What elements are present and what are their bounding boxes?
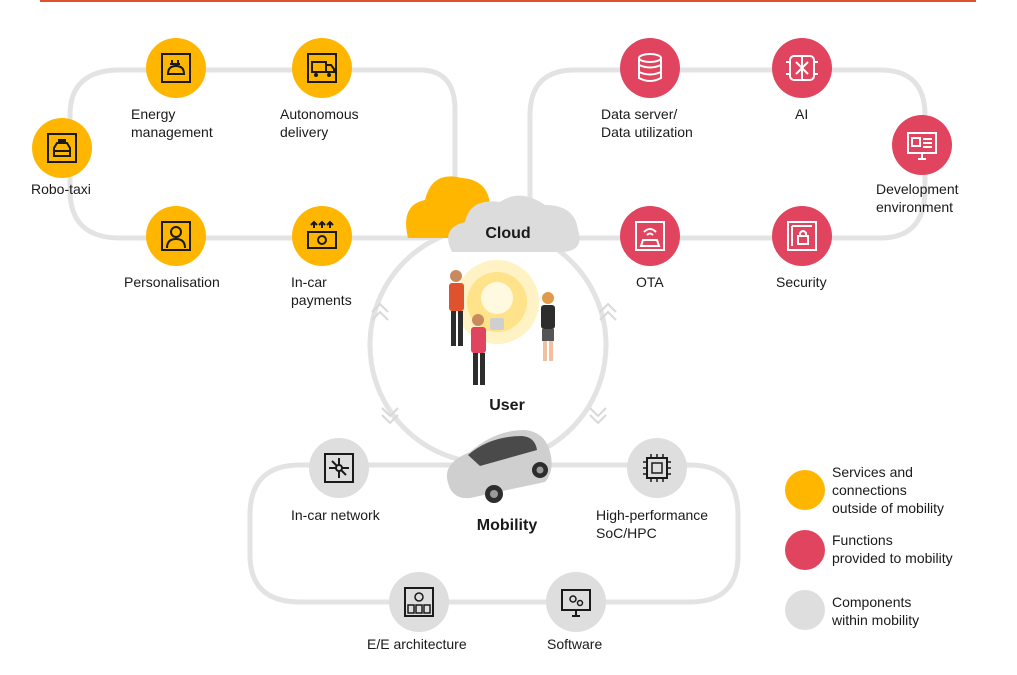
plug-car-icon — [161, 53, 191, 83]
car-illustration — [446, 430, 552, 503]
autonomous-delivery-node[interactable] — [292, 38, 352, 98]
in-car-network-label: In-car network — [291, 507, 380, 523]
legend-functions-swatch — [785, 530, 825, 570]
personalisation-node[interactable] — [146, 206, 206, 266]
functions-track — [527, 67, 928, 241]
network-icon — [324, 453, 354, 483]
cloud-title: Cloud — [485, 225, 531, 242]
software-label: Software — [547, 636, 603, 652]
database-icon — [638, 53, 662, 82]
robo-taxi-label: Robo-taxi — [31, 181, 91, 197]
delivery-truck-icon — [307, 53, 337, 83]
lock-window-icon — [787, 221, 817, 251]
soc-hpc-node[interactable] — [627, 438, 687, 498]
person-icon — [161, 221, 191, 251]
energy-management-node[interactable] — [146, 38, 206, 98]
people-illustration — [449, 270, 555, 385]
ee-architecture-label: E/E architecture — [367, 636, 467, 652]
in-car-network-node[interactable] — [309, 438, 369, 498]
taxi-icon — [47, 133, 77, 163]
robo-taxi-node[interactable] — [32, 118, 92, 178]
security-label: Security — [776, 274, 827, 290]
ota-label: OTA — [636, 274, 664, 290]
data-server-node[interactable] — [620, 38, 680, 98]
security-node[interactable] — [772, 206, 832, 266]
brain-icon — [786, 55, 818, 81]
data-server-label: Data server/Data utilization — [601, 106, 693, 140]
ai-label: AI — [795, 106, 809, 122]
monitor-icon — [907, 132, 937, 160]
software-monitor-icon — [561, 589, 591, 617]
software-node[interactable] — [546, 572, 606, 632]
user-title: User — [489, 397, 525, 414]
legend-services-swatch — [785, 470, 825, 510]
personalisation-label: Personalisation — [124, 274, 220, 290]
ee-architecture-node[interactable] — [389, 572, 449, 632]
components-track — [247, 462, 741, 605]
in-car-payments-node[interactable] — [292, 206, 352, 266]
ota-node[interactable] — [620, 206, 680, 266]
mobility-title: Mobility — [476, 517, 538, 534]
services-track — [67, 67, 458, 241]
wifi-car-icon — [635, 221, 665, 251]
development-environment-node[interactable] — [892, 115, 952, 175]
cloud-shape — [406, 176, 580, 252]
chip-icon — [643, 454, 671, 482]
architecture-icon — [404, 587, 434, 617]
legend-components-swatch — [785, 590, 825, 630]
top-accent-line — [40, 0, 976, 2]
payment-icon — [307, 220, 337, 249]
ai-node[interactable] — [772, 38, 832, 98]
